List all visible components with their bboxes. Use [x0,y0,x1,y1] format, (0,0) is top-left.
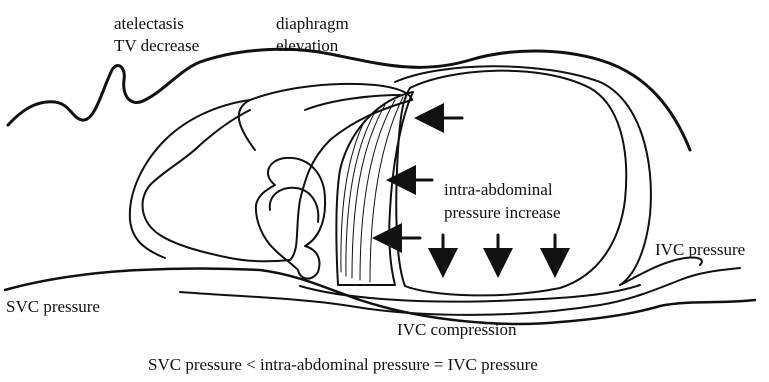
label-ivc-compression: IVC compression [397,320,516,340]
figure-caption: SVC pressure < intra-abdominal pressure … [148,355,538,375]
label-tv-decrease: TV decrease [114,36,199,56]
ventral-outline [5,269,755,324]
label-ivc-pressure: IVC pressure [655,240,745,260]
label-diaphragm: diaphragm [276,14,349,34]
label-iap-line1: intra-abdominal [444,180,553,200]
label-atelectasis: atelectasis [114,14,184,34]
label-iap-line2: pressure increase [444,203,561,223]
heart-inner [270,188,319,222]
label-elevation: elevation [276,36,338,56]
abdominal-wall [395,66,651,285]
label-svc-pressure: SVC pressure [6,297,100,317]
thoracic-wall [130,100,250,258]
ivc-vessel-lower [300,285,640,302]
